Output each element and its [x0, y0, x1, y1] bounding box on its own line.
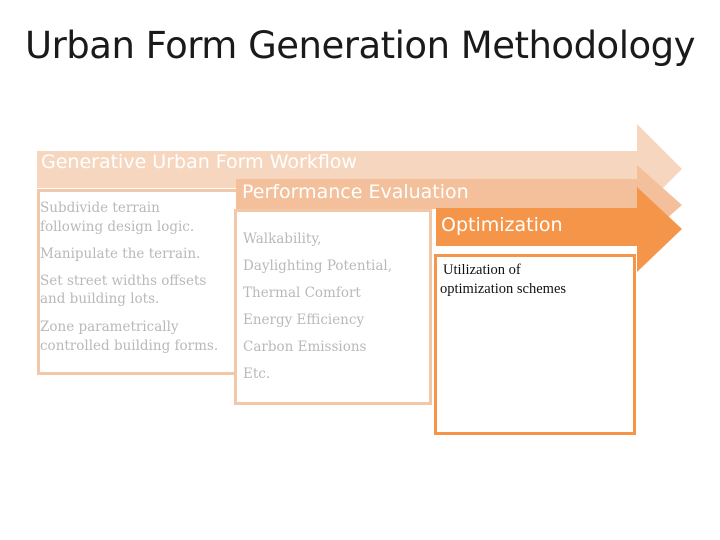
optimization-box	[434, 254, 636, 435]
evaluation-item: Carbon Emissions	[243, 339, 367, 355]
workflow-item: Set street widths offsets	[40, 273, 207, 289]
evaluation-arrow-shape	[236, 165, 682, 245]
optimization-arrow-shape	[436, 187, 682, 272]
evaluation-item: Daylighting Potential,	[243, 258, 393, 274]
workflow-item: Manipulate the terrain.	[40, 246, 201, 262]
evaluation-item: Walkability,	[243, 231, 322, 247]
evaluation-header: Performance Evaluation	[242, 181, 469, 203]
workflow-item: following design logic.	[40, 219, 195, 235]
optimization-item: Utilization of	[443, 262, 521, 278]
workflow-item: Subdivide terrain	[40, 200, 160, 216]
workflow-header: Generative Urban Form Workflow	[41, 151, 357, 173]
slide-title: Urban Form Generation Methodology	[24, 24, 696, 67]
workflow-arrow-shape	[37, 124, 682, 214]
evaluation-item: Thermal Comfort	[243, 285, 361, 301]
evaluation-item: Energy Efficiency	[243, 312, 365, 328]
optimization-item: optimization schemes	[440, 281, 567, 297]
workflow-item: and building lots.	[40, 291, 160, 307]
workflow-item: controlled building forms.	[40, 338, 219, 354]
workflow-item: Zone parametrically	[40, 319, 179, 335]
evaluation-item: Etc.	[243, 366, 271, 382]
optimization-header: Optimization	[441, 214, 563, 236]
evaluation-box	[234, 209, 432, 405]
